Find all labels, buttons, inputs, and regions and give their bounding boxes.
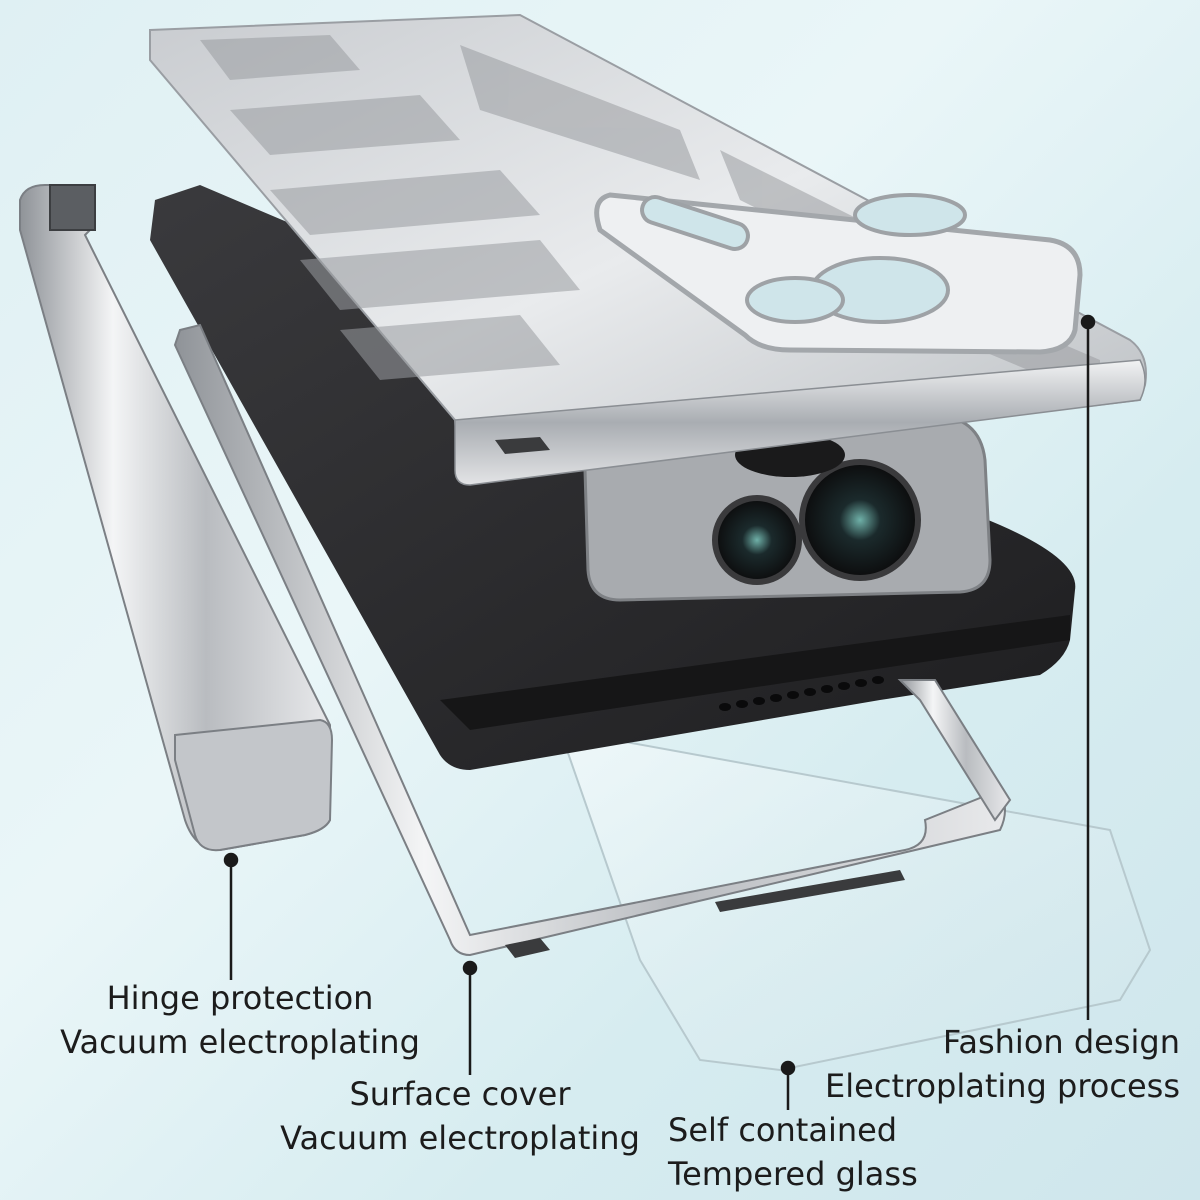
- cover-frame-edge: [454, 359, 1146, 486]
- callout-surface-cover: Surface cover Vacuum electroplating: [280, 1072, 640, 1160]
- cover-flash-slot: [640, 195, 750, 251]
- cover-port-cutout: [495, 437, 550, 454]
- hinge-top-clip: [49, 184, 96, 231]
- callout-fashion-line1: Fashion design: [942, 1023, 1180, 1061]
- callout-tempered-glass: Self contained Tempered glass: [668, 1108, 968, 1196]
- phone-lens-secondary: [712, 495, 802, 585]
- hinge-end-cap: [174, 718, 334, 852]
- callout-surface-line2: Vacuum electroplating: [280, 1119, 640, 1157]
- cover-lens-hole-small: [745, 276, 845, 324]
- frame-slot: [715, 870, 905, 912]
- phone-lens-main: [799, 459, 921, 581]
- callout-fashion-line2: Electroplating process: [825, 1067, 1180, 1105]
- callout-glass-line2: Tempered glass: [668, 1155, 918, 1193]
- cover-lens-hole-top: [853, 193, 967, 237]
- callout-glass-line1: Self contained: [668, 1111, 898, 1149]
- callout-hinge-protection: Hinge protection Vacuum electroplating: [60, 976, 420, 1064]
- callout-hinge-line2: Vacuum electroplating: [60, 1023, 420, 1061]
- phone-speaker-grille: [719, 676, 884, 711]
- frame-port-cutout: [505, 938, 550, 958]
- callout-hinge-line1: Hinge protection: [106, 979, 374, 1017]
- callout-fashion-design: Fashion design Electroplating process: [820, 1020, 1180, 1108]
- callout-surface-line1: Surface cover: [349, 1075, 571, 1113]
- callout-lines: [223, 314, 1096, 1110]
- frame-right-arm: [897, 679, 1012, 822]
- phone-fold-edge: [440, 615, 1070, 730]
